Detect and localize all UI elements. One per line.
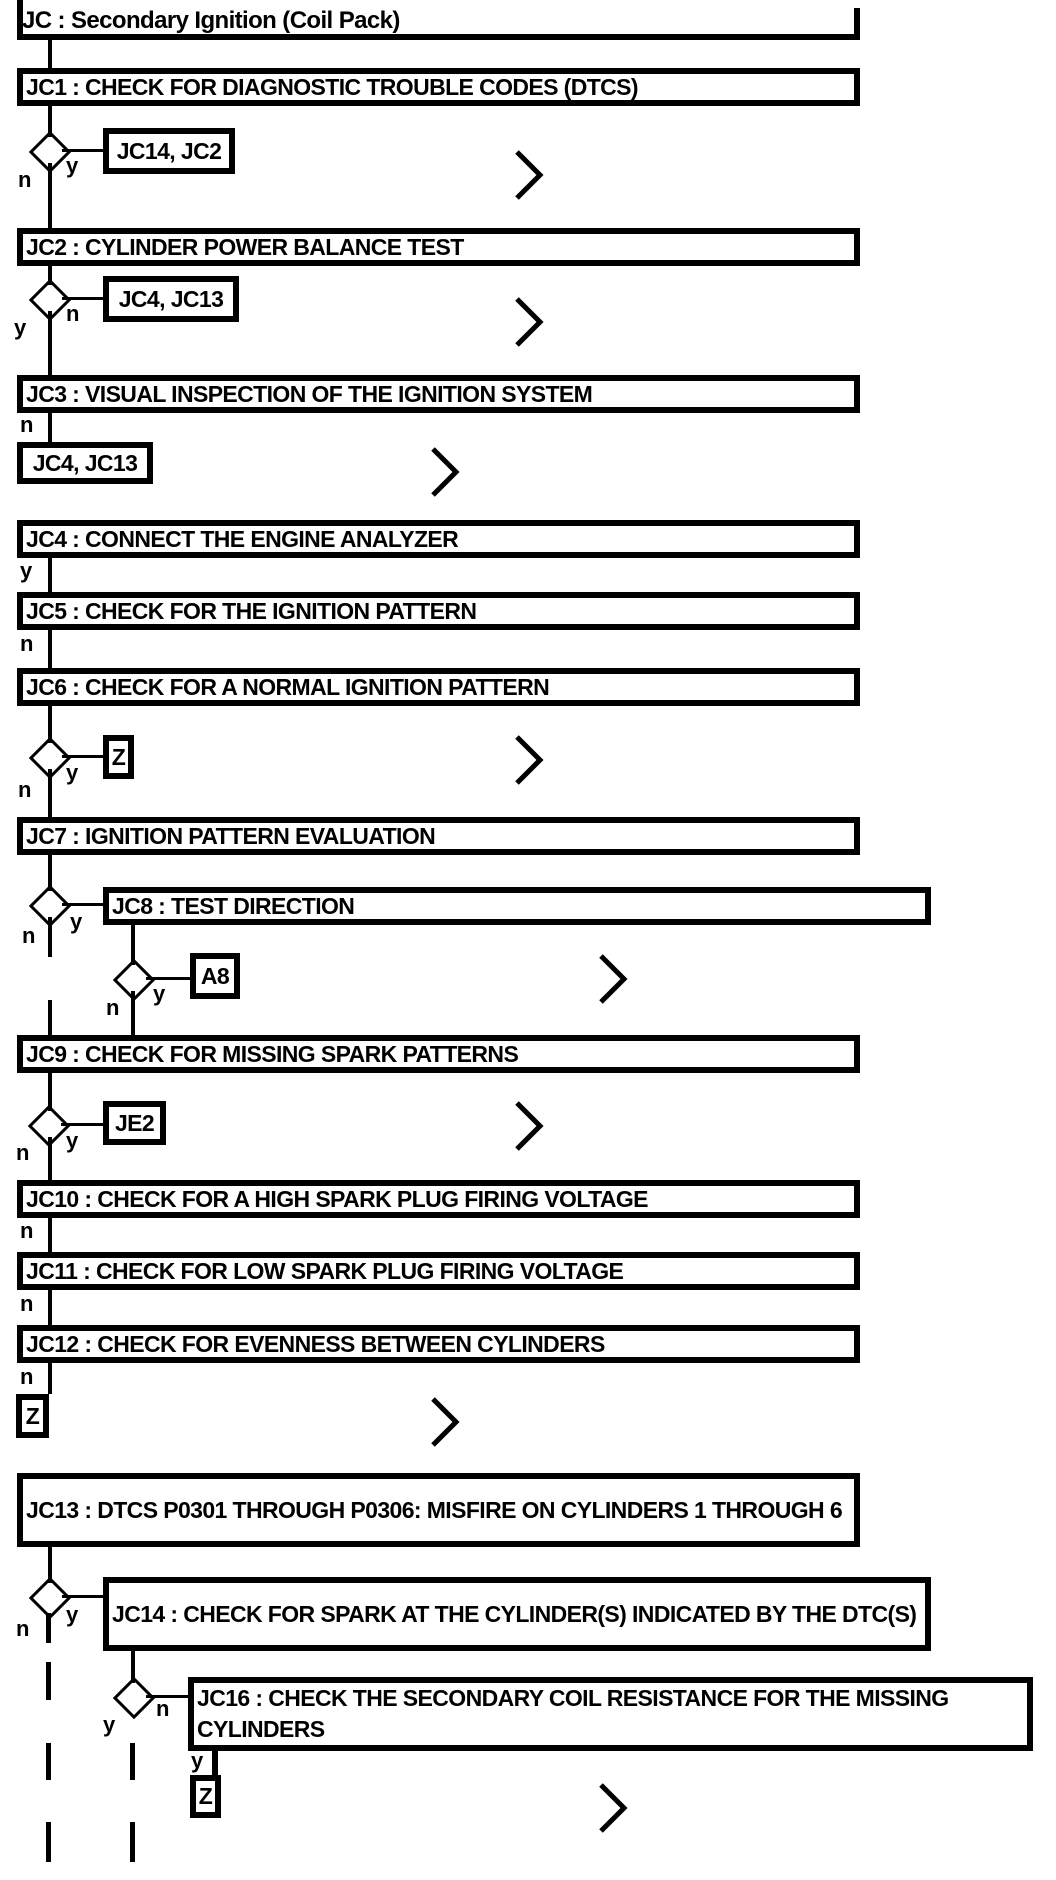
step-box-jc11: JC11 : CHECK FOR LOW SPARK PLUG FIRING V…: [17, 1252, 860, 1290]
connector-d4-jc8: [62, 903, 103, 906]
branch-label-yes: y: [14, 315, 26, 340]
step-box-jc7: JC7 : IGNITION PATTERN EVALUATION: [17, 817, 860, 855]
branch-label-yes: y: [66, 1128, 78, 1153]
branch-label-yes: y: [66, 153, 78, 178]
step-box-jc16: JC16 : CHECK THE SECONDARY COIL RESISTAN…: [188, 1677, 1033, 1751]
continue-chevron-icon: [598, 953, 628, 1005]
connector-jc9-d6: [48, 1073, 52, 1111]
branch-label-no: n: [20, 412, 33, 437]
step-box-jc5: JC5 : CHECK FOR THE IGNITION PATTERN: [17, 592, 860, 630]
page-title: JC : Secondary Ignition (Coil Pack): [22, 7, 400, 34]
continue-chevron-icon: [514, 734, 544, 786]
branch-label-no: n: [20, 631, 33, 656]
connector-d8-jc16: [146, 1695, 188, 1698]
branch-label-yes: y: [70, 909, 82, 934]
connector-d6-je2: [61, 1123, 103, 1126]
connector-title-jc1: [48, 40, 52, 68]
step-box-jc14: JC14 : CHECK FOR SPARK AT THE CYLINDER(S…: [103, 1577, 931, 1651]
branch-label-no: n: [20, 1364, 33, 1389]
ref-box-jc4-jc13-a: JC4, JC13: [103, 276, 239, 322]
connector-jc10-jc11: [48, 1218, 52, 1252]
dashed-continuation-jc14y-2: [130, 1822, 135, 1862]
step-box-jc1: JC1 : CHECK FOR DIAGNOSTIC TROUBLE CODES…: [17, 68, 860, 106]
branch-label-no: n: [106, 995, 119, 1020]
step-box-jc4: JC4 : CONNECT THE ENGINE ANALYZER: [17, 520, 860, 558]
connector-jc2-d2: [48, 266, 52, 285]
connector-d5-a8: [146, 977, 190, 980]
connector-d3-z1: [62, 755, 103, 758]
connector-jc5-jc6: [48, 630, 52, 668]
branch-label-yes: y: [20, 558, 32, 583]
continue-chevron-icon: [514, 1100, 544, 1152]
branch-label-no: n: [20, 1291, 33, 1316]
step-box-jc9: JC9 : CHECK FOR MISSING SPARK PATTERNS: [17, 1035, 860, 1073]
dashed-continuation-jc14y-1: [130, 1743, 135, 1780]
decision-diamond-jc14: [112, 1676, 156, 1720]
branch-label-yes: y: [153, 981, 165, 1006]
title-left-edge: [17, 0, 23, 40]
branch-label-yes: y: [191, 1748, 203, 1773]
branch-label-no: n: [66, 301, 79, 326]
step-box-jc13: JC13 : DTCS P0301 THROUGH P0306: MISFIRE…: [17, 1473, 860, 1547]
connector-jc4-jc5: [48, 558, 52, 592]
connector-jc7-d4: [48, 855, 52, 891]
title-bottom-edge: [17, 34, 860, 40]
connector-jc8-d5: [131, 925, 135, 965]
continue-chevron-icon: [430, 1396, 460, 1448]
ref-box-jc4-jc13-b: JC4, JC13: [17, 442, 153, 484]
dashed-continuation-jc13n-4: [46, 1822, 51, 1862]
connector-d1-ref: [62, 149, 103, 152]
connector-jc6-d3: [48, 706, 52, 743]
branch-label-yes: y: [66, 1602, 78, 1627]
dashed-continuation-jc13n-3: [46, 1743, 51, 1780]
connector-jc16-z3: [212, 1751, 218, 1775]
ref-box-je2: JE2: [103, 1101, 166, 1145]
continue-chevron-icon: [430, 446, 460, 498]
step-box-jc3: JC3 : VISUAL INSPECTION OF THE IGNITION …: [17, 375, 860, 413]
connector-d6-jc10: [48, 1137, 52, 1180]
step-box-jc8: JC8 : TEST DIRECTION: [103, 887, 931, 925]
connector-d3-jc7: [48, 769, 52, 817]
branch-label-yes: y: [103, 1712, 115, 1737]
branch-label-no: n: [16, 1616, 29, 1641]
connector-d4-break-upper: [48, 917, 52, 957]
step-box-jc12: JC12 : CHECK FOR EVENNESS BETWEEN CYLIND…: [17, 1325, 860, 1363]
connector-jc1-d1: [48, 106, 52, 137]
title-right-edge: [854, 8, 860, 40]
ref-box-jc14-jc2: JC14, JC2: [103, 128, 235, 174]
connector-jc13-d7: [48, 1547, 52, 1583]
step-box-jc2: JC2 : CYLINDER POWER BALANCE TEST: [17, 228, 860, 266]
connector-jc11-jc12: [48, 1290, 52, 1325]
ref-box-a8: A8: [190, 953, 240, 999]
branch-label-no: n: [16, 1140, 29, 1165]
continue-chevron-icon: [514, 149, 544, 201]
branch-label-no: n: [20, 1218, 33, 1243]
connector-d1-jc2: [48, 163, 52, 228]
branch-label-no: n: [18, 167, 31, 192]
step-box-jc10: JC10 : CHECK FOR A HIGH SPARK PLUG FIRIN…: [17, 1180, 860, 1218]
dashed-continuation-jc13n-2: [46, 1662, 51, 1700]
connector-d7-jc14: [62, 1595, 103, 1598]
branch-label-no: n: [156, 1696, 169, 1721]
connector-d4-break-lower: [48, 1000, 52, 1035]
connector-jc3-ref: [48, 413, 52, 442]
branch-label-no: n: [22, 923, 35, 948]
ref-box-z-1: Z: [103, 735, 134, 779]
continue-chevron-icon: [598, 1782, 628, 1834]
continue-chevron-icon: [514, 296, 544, 348]
connector-d5-jc9: [131, 991, 135, 1035]
ref-box-z-2: Z: [16, 1394, 49, 1438]
branch-label-yes: y: [66, 760, 78, 785]
connector-jc12-z2: [48, 1363, 52, 1394]
connector-d2-ref: [62, 297, 103, 300]
dashed-continuation-jc13n-1: [46, 1613, 51, 1643]
connector-jc14-d8: [131, 1651, 135, 1683]
step-box-jc6: JC6 : CHECK FOR A NORMAL IGNITION PATTER…: [17, 668, 860, 706]
ref-box-z-3: Z: [190, 1775, 221, 1818]
branch-label-no: n: [18, 777, 31, 802]
connector-d2-jc3: [48, 311, 52, 375]
